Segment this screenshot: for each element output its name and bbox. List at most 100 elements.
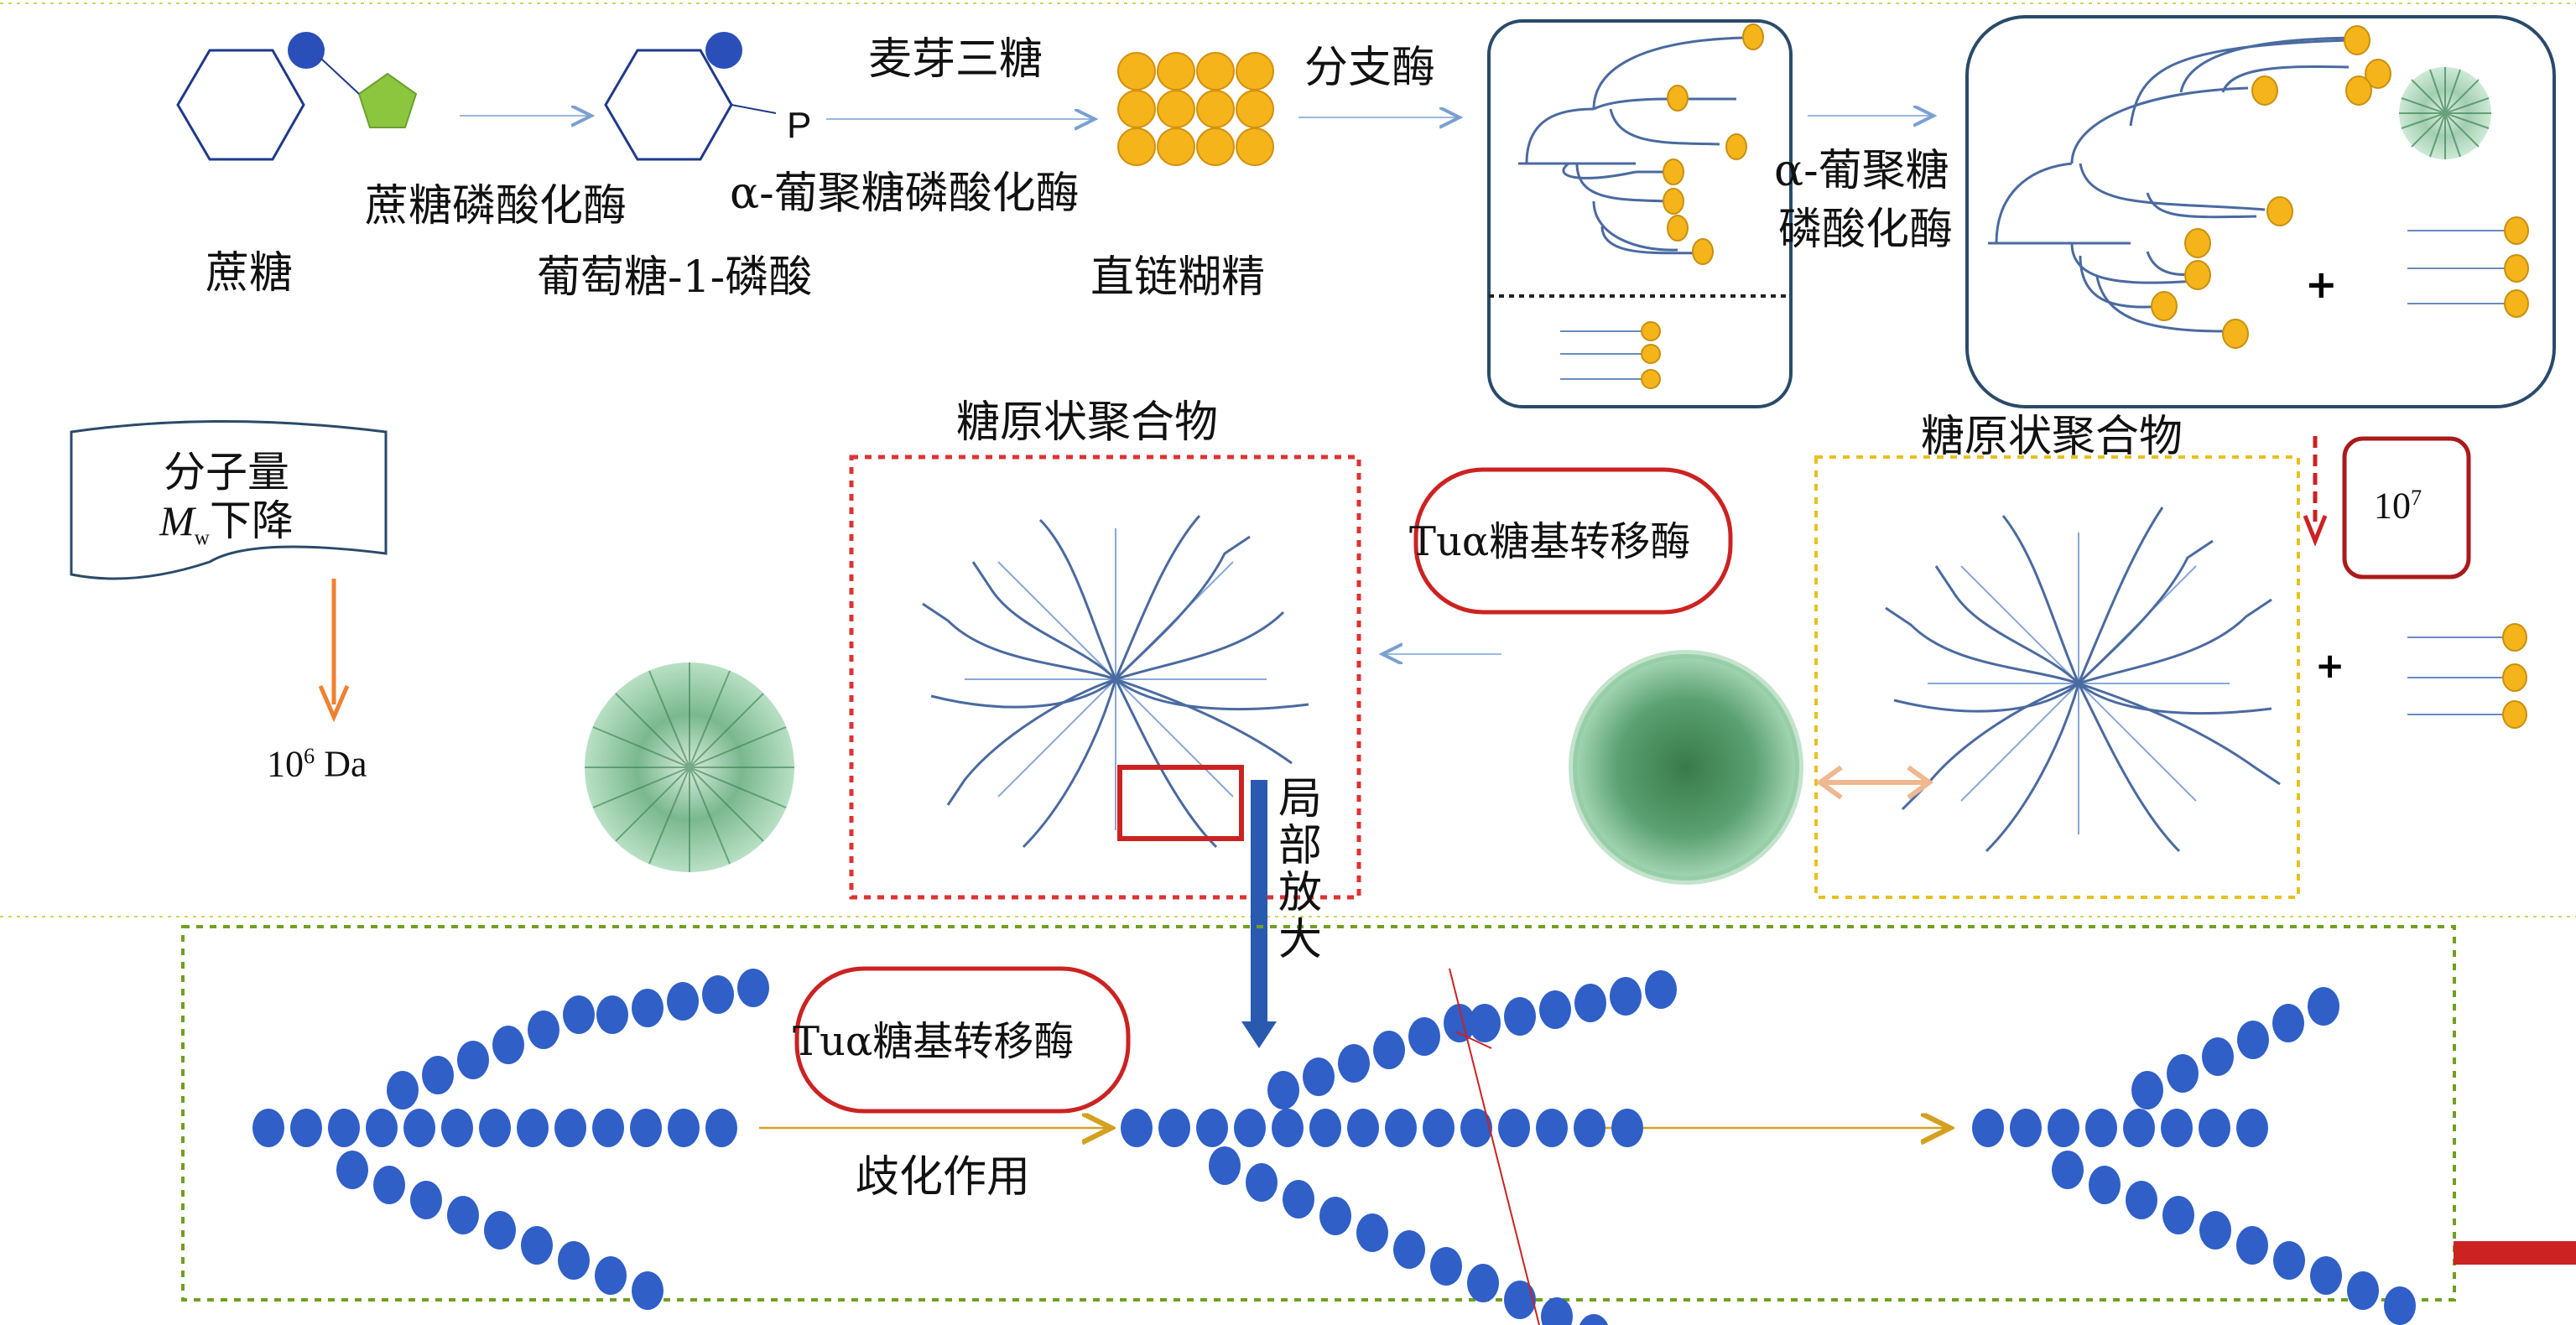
zoom-region-box <box>1117 765 1244 841</box>
label-glucose-1-p: 葡萄糖-1-磷酸 <box>537 252 813 303</box>
tu-enzyme-box-top <box>1413 467 1733 615</box>
label-sucrose-phosphorylase: 蔗糖磷酸化酶 <box>365 181 627 231</box>
label-tu-enzyme-top: Tuα糖基转移酶 <box>1409 518 1691 565</box>
bottom-green-dashed-box <box>181 925 2456 1302</box>
zoom-char-1: 局 <box>1278 774 1322 824</box>
bead-chains <box>252 969 2416 1325</box>
zoom-arrow-head <box>1241 1021 1277 1048</box>
label-local-zoom: 局 部 放 大 <box>1275 776 1325 964</box>
bead-lower-3 <box>2236 1226 2268 1265</box>
bead-main-1 <box>366 1109 398 1147</box>
label-alpha-glucan-line1: α-葡聚糖 <box>1774 146 1949 196</box>
bead-lower-3 <box>2310 1256 2342 1295</box>
bead-lower-2 <box>1541 1297 1573 1325</box>
bead-upper-1 <box>387 1071 419 1109</box>
bead-upper-2 <box>1303 1057 1335 1096</box>
zoom-char-3: 放 <box>1278 868 1322 918</box>
label-p: P <box>787 105 812 146</box>
bead-main-3 <box>2161 1109 2193 1147</box>
glycogen-ball-left <box>585 662 794 872</box>
bead-upper-2b <box>1504 997 1536 1036</box>
bead-upper-2b <box>1469 1004 1501 1042</box>
short-chains-right <box>2407 637 2504 715</box>
bead-upper-3 <box>2167 1054 2199 1093</box>
red-dashed-box <box>849 455 1361 900</box>
bead-main-3 <box>2123 1109 2155 1147</box>
bead-lower-2 <box>1319 1197 1351 1235</box>
bead-upper-1 <box>457 1041 489 1079</box>
zoom-arrow-shaft <box>1251 780 1267 1031</box>
bead-main-1 <box>479 1109 511 1147</box>
bead-main-1 <box>668 1109 700 1147</box>
zoom-char-2: 部 <box>1278 821 1322 871</box>
label-maltotriose: 麦芽三糖 <box>868 34 1043 85</box>
bead-upper-1 <box>528 1011 559 1049</box>
label-glycogen-polymer-left: 糖原状聚合物 <box>956 398 1219 448</box>
bead-lower-3 <box>2089 1166 2121 1204</box>
bead-upper-2 <box>1338 1044 1370 1083</box>
sucrose-molecule <box>176 32 418 161</box>
bead-main-2 <box>1196 1109 1228 1147</box>
label-amylose: 直链糊精 <box>1090 252 1266 303</box>
bead-main-2 <box>1272 1109 1304 1147</box>
bead-upper-1 <box>563 995 595 1034</box>
bead-lower-3 <box>2052 1151 2084 1189</box>
bead-lower-1 <box>521 1226 553 1265</box>
bead-lower-2 <box>1393 1230 1425 1269</box>
bead-lower-3 <box>2199 1211 2231 1250</box>
bead-main-2 <box>1536 1109 1568 1147</box>
bead-upper-2 <box>1408 1017 1440 1056</box>
plus-2: + <box>2315 645 2344 686</box>
bead-main-1 <box>328 1109 360 1147</box>
plus-1: + <box>2305 262 2338 307</box>
bead-upper-1 <box>422 1056 454 1094</box>
bead-main-2 <box>1498 1109 1530 1147</box>
label-alpha-glucan-phosphorylase: α-葡聚糖磷酸化酶 <box>730 169 1080 219</box>
bead-upper-2 <box>1373 1031 1405 1069</box>
bead-lower-1 <box>373 1166 405 1204</box>
bead-lower-3 <box>2384 1286 2416 1325</box>
star-glycogen-left <box>922 515 1309 849</box>
bead-upper-2b <box>1610 977 1642 1016</box>
amylose-grid <box>1117 52 1274 166</box>
bead-lower-2 <box>1467 1264 1499 1302</box>
bead-main-1 <box>403 1109 435 1147</box>
bead-main-1 <box>705 1109 737 1147</box>
bead-lower-2 <box>1504 1281 1536 1319</box>
bead-lower-1 <box>336 1151 368 1189</box>
branched-panel-2 <box>1965 15 2556 408</box>
bead-lower-3 <box>2126 1181 2157 1219</box>
bead-main-1 <box>592 1109 624 1147</box>
bead-main-2 <box>1574 1109 1605 1147</box>
bead-main-3 <box>1972 1109 2004 1147</box>
mw-symbol: M <box>159 496 195 544</box>
bottom-right-red-bar <box>2454 1241 2576 1265</box>
double-arrow <box>1815 765 1934 800</box>
bead-lower-3 <box>2273 1241 2305 1280</box>
bead-main-3 <box>2085 1109 2117 1147</box>
bead-main-2 <box>1234 1109 1266 1147</box>
bead-main-1 <box>517 1109 549 1147</box>
bead-lower-2 <box>1246 1163 1278 1202</box>
label-branching-enzyme: 分支酶 <box>1304 43 1436 93</box>
zoom-char-4: 大 <box>1278 915 1322 965</box>
bead-main-2 <box>1460 1109 1492 1147</box>
bead-upper-1b <box>596 995 628 1034</box>
label-alpha-glucan-line2: 磷酸化酶 <box>1778 205 1954 255</box>
mw-drop: 下降 <box>209 496 294 544</box>
bead-upper-3 <box>2272 1004 2304 1042</box>
glycogen-ball-right <box>1569 650 1803 885</box>
bead-lower-1 <box>632 1271 664 1310</box>
bead-lower-2 <box>1283 1180 1314 1218</box>
mw-drop-text: 分子量 Mw下降 <box>84 449 369 550</box>
label-tu-enzyme-bottom: Tuα糖基转移酶 <box>793 1018 1075 1065</box>
bead-main-1 <box>630 1109 662 1147</box>
bead-lower-3 <box>2347 1271 2379 1310</box>
glucose-1-phosphate-molecule <box>604 32 777 161</box>
bead-main-2 <box>1611 1109 1643 1147</box>
bead-lower-2 <box>1356 1213 1388 1252</box>
mw-subscript: w <box>194 526 210 549</box>
bead-upper-3 <box>2308 987 2339 1026</box>
